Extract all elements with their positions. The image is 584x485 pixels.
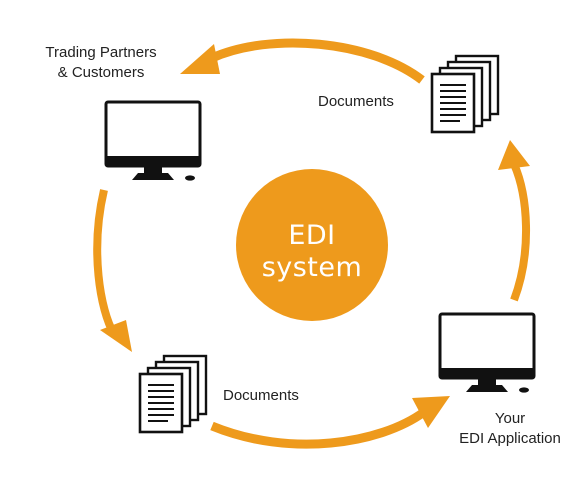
trading-partners-label-line2: & Customers xyxy=(57,64,145,81)
documents-top-label: Documents xyxy=(318,93,394,110)
your-edi-application-desktop-monitor-icon xyxy=(438,312,536,395)
your-edi-application-label-line1: Your xyxy=(494,410,526,427)
your-edi-application-label: Your EDI Application xyxy=(440,409,580,449)
arrow-to-documents-top xyxy=(498,140,530,302)
documents-top-document-stack-icon xyxy=(430,54,500,134)
edi-system-circle xyxy=(236,169,388,321)
trading-partners-label: Trading Partners & Customers xyxy=(26,43,176,83)
arrow-to-trading-partners xyxy=(180,38,425,84)
arrow-to-documents-bottom xyxy=(93,189,132,352)
documents-bottom-label: Documents xyxy=(223,387,299,404)
arrow-to-your-edi-application xyxy=(210,396,450,449)
edi-system-title-line2: system xyxy=(261,252,363,283)
edi-system-title-line1: EDI xyxy=(288,220,336,251)
trading-partners-label-line1: Trading Partners xyxy=(45,44,157,61)
documents-bottom-document-stack-icon xyxy=(138,354,208,434)
trading-partners-desktop-monitor-icon xyxy=(104,100,202,183)
your-edi-application-label-line2: EDI Application xyxy=(459,430,561,447)
